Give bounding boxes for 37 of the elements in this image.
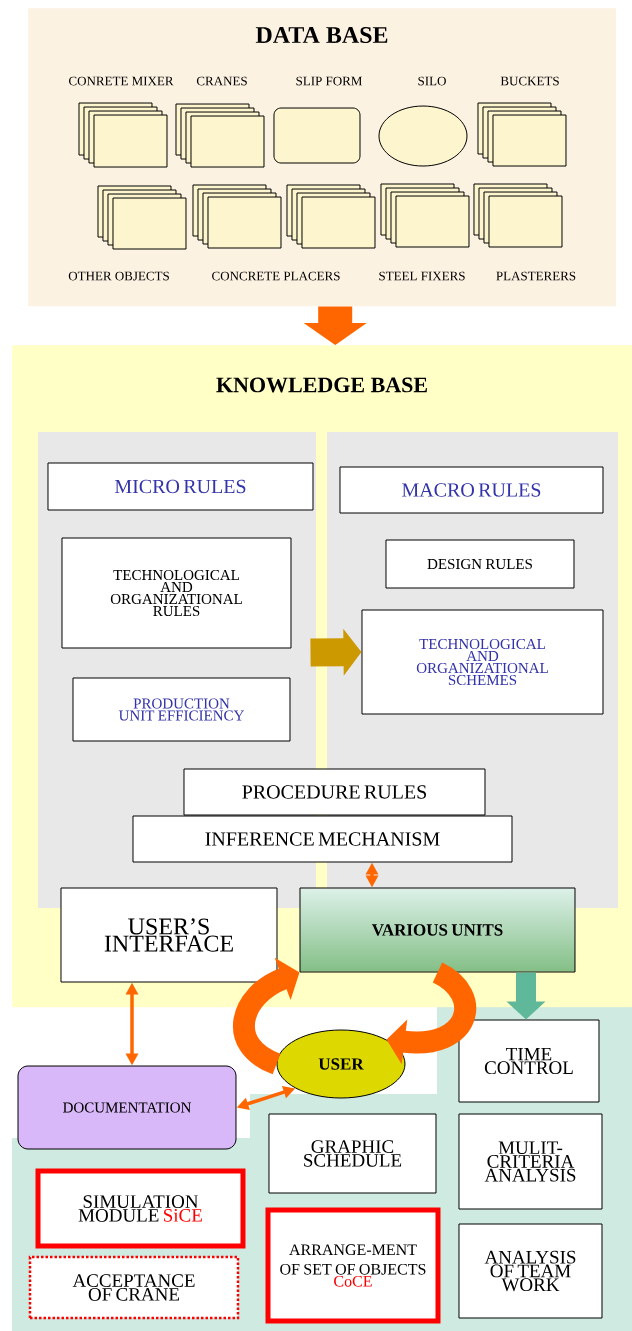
gradient-box: VARIOUS UNITS (299, 887, 576, 973)
text-box: MICRO RULES (47, 462, 314, 511)
dotted-box: ACCEPTANCE OF CRANE (28, 1255, 240, 1320)
node-label: BUCKETS (500, 76, 559, 86)
text-box: SIMULATION MODULE SiCE (35, 1168, 246, 1249)
node-label: SILO (418, 76, 446, 86)
stacked-cards: CONRETE MIXER (69, 76, 174, 168)
node-label: CONRETE MIXER (68, 76, 174, 86)
stacked-cards: PLASTERERS (473, 183, 576, 281)
node-label: OTHER OBJECTS (68, 271, 169, 281)
rounded-box: SLIP FORM (273, 76, 362, 164)
text-box: MACRO RULES (339, 466, 604, 514)
text-box: TECHNOLOGICAL AND ORGANIZATIONAL SCHEMES (361, 609, 604, 715)
node-label: SLIP FORM (296, 76, 363, 86)
node-label: CONCRETE PLACERS (212, 271, 340, 281)
text-box: GRAPHIC SCHEDULE (268, 1113, 437, 1194)
arrow (233, 957, 300, 1074)
text-box: DESIGN RULES (385, 539, 575, 589)
text-box: MULIT- CRITERIA ANALYSIS (458, 1113, 603, 1210)
stacked-cards (286, 184, 376, 249)
stacked-cards: OTHER OBJECTS (68, 185, 187, 281)
text-box: TIME CONTROL (458, 1019, 600, 1103)
stacked-cards: CONCRETE PLACERS (192, 184, 340, 281)
rounded-box: DOCUMENTATION (17, 1065, 237, 1150)
text-box: PRODUCTION UNIT EFFICIENCY (72, 677, 291, 742)
text-box: ANALYSIS OF TEAM WORK (458, 1223, 603, 1319)
node-label: PLASTERERS (496, 271, 576, 281)
text-box: PROCEDURE RULES (183, 768, 486, 816)
node-label: STEEL FIXERS (379, 271, 465, 281)
text-box: INFERENCE MECHANISM (132, 815, 513, 863)
text-box: TECHNOLOGICAL AND ORGANIZATIONAL RULES (61, 537, 292, 649)
stacked-cards: BUCKETS (477, 76, 567, 167)
stacked-cards: CRANES (175, 76, 265, 168)
node-label: CRANES (196, 76, 247, 86)
stacked-cards: STEEL FIXERS (379, 183, 470, 281)
text-box: USER’S INTERFACE (60, 887, 278, 983)
text-box: ARRANGE-MENT OF SET OF OBJECTS CoCE (265, 1207, 441, 1324)
